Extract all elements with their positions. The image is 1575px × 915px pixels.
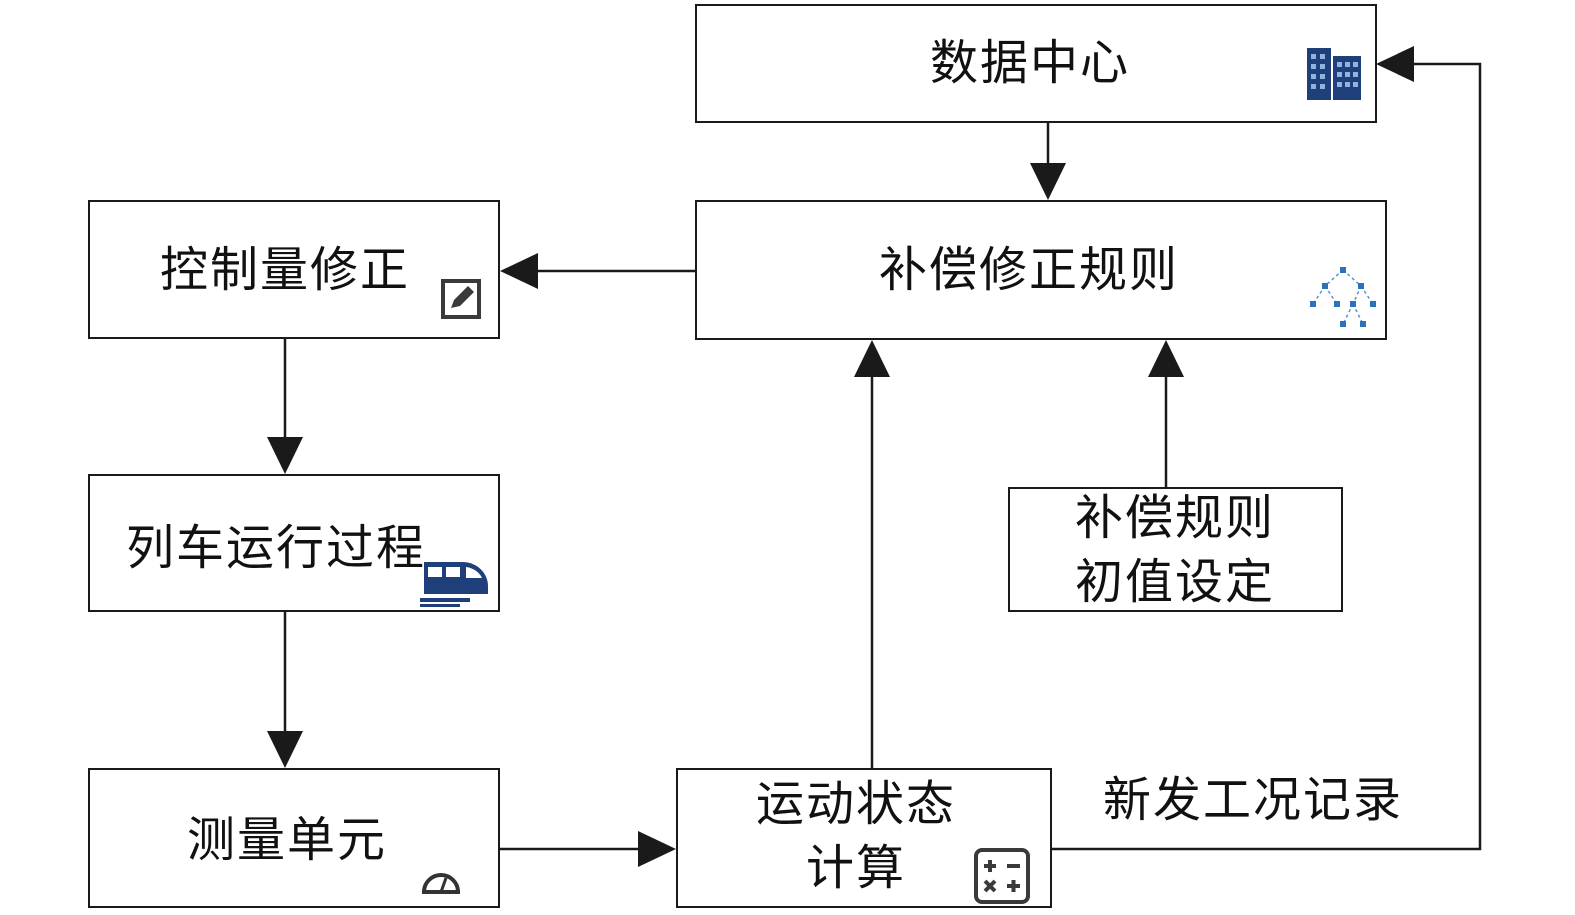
arrowhead — [638, 831, 676, 867]
node-label-line2: 初值设定 — [1074, 554, 1275, 610]
node-compensation-rule[interactable]: 补偿修正规则 — [695, 200, 1387, 340]
gauge-icon — [421, 873, 461, 894]
node-label: 测量单元 — [187, 812, 388, 868]
node-measurement-unit[interactable]: 测量单元 — [88, 768, 500, 908]
arrowhead — [1148, 340, 1184, 377]
arrowhead — [267, 437, 303, 474]
node-rule-initialization[interactable]: 补偿规则 初值设定 — [1008, 487, 1343, 612]
node-label-line1: 运动状态 — [755, 776, 956, 832]
arrowhead — [500, 253, 538, 289]
arrowhead — [854, 340, 890, 377]
calculator-icon — [974, 848, 1030, 904]
building-icon — [1307, 48, 1361, 100]
node-label: 运动状态 计算 — [678, 772, 1050, 900]
arrowhead — [267, 731, 303, 768]
node-control-correction[interactable]: 控制量修正 — [88, 200, 500, 339]
tree-icon — [1310, 267, 1376, 327]
node-label: 数据中心 — [930, 35, 1131, 91]
node-data-center[interactable]: 数据中心 — [695, 4, 1377, 123]
node-train-operation[interactable]: 列车运行过程 — [88, 474, 500, 612]
node-label-line2: 计算 — [805, 840, 906, 896]
edit-icon — [441, 279, 481, 319]
node-label: 补偿规则 初值设定 — [1010, 486, 1340, 614]
node-motion-state-calc[interactable]: 运动状态 计算 — [676, 768, 1052, 908]
node-label: 控制量修正 — [160, 242, 411, 298]
node-label: 列车运行过程 — [126, 520, 427, 576]
train-icon — [420, 562, 488, 607]
arrowhead — [1030, 163, 1066, 200]
node-label-line1: 补偿规则 — [1074, 490, 1275, 546]
arrow-motion-to-datacenter — [1052, 62, 1482, 851]
arrowhead — [1376, 46, 1414, 82]
node-label: 补偿修正规则 — [879, 242, 1180, 298]
edge-label-new-record: 新发工况记录 — [1103, 772, 1404, 828]
